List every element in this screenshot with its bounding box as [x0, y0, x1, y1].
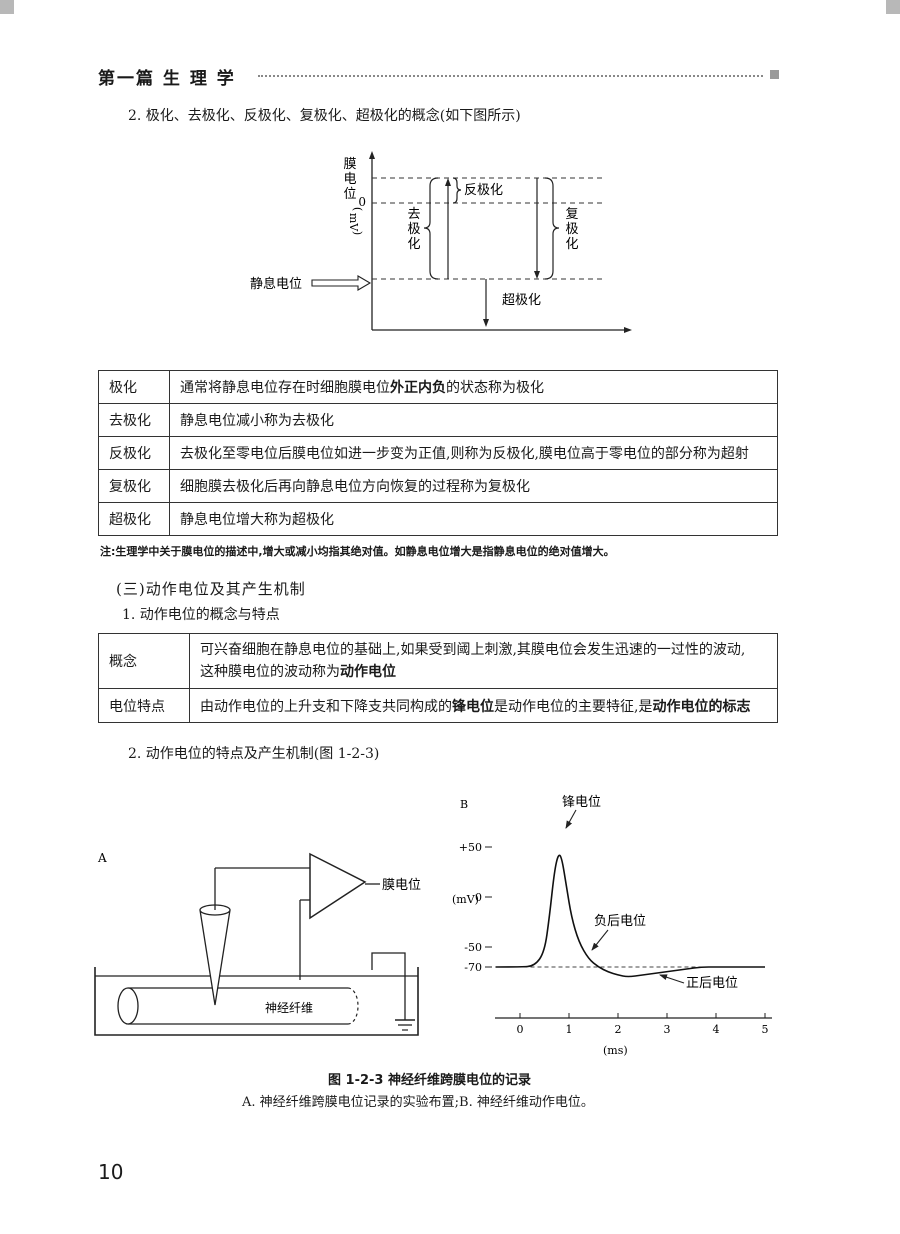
x-tick-label: 2 — [615, 1023, 622, 1036]
figure-caption-subtitle: A. 神经纤维跨膜电位记录的实验布置;B. 神经纤维动作电位。 — [242, 1095, 594, 1110]
fiber-label: 神经纤维 — [265, 1001, 313, 1015]
table-row: 超极化 静息电位增大称为超极化 — [98, 502, 778, 536]
svg-text:): ) — [351, 231, 364, 235]
table-note: 注:生理学中关于膜电位的描述中,增大或减小均指其绝对值。如静息电位增大是指静息电… — [100, 545, 615, 558]
depolarization-brace — [423, 177, 439, 280]
figure-caption-title: 图 1-2-3 神经纤维跨膜电位的记录 — [328, 1073, 531, 1088]
table-row: 电位特点 由动作电位的上升支和下降支共同构成的锋电位是动作电位的主要特征,是动作… — [98, 688, 778, 723]
y-axis-label: 膜 电 位 ( mV ) — [343, 157, 364, 235]
x-tick-label: 1 — [566, 1023, 573, 1036]
fiber-end-right — [347, 987, 359, 1025]
svg-text:化: 化 — [565, 237, 578, 252]
amplifier — [309, 852, 367, 920]
svg-text:极: 极 — [407, 222, 420, 237]
y-tick-label: -70 — [464, 961, 482, 974]
figure-a-setup: A 神经纤维 膜电位 — [94, 851, 421, 1036]
hyperpolarization-label: 超极化 — [502, 293, 541, 308]
running-header-title: 第一篇 生 理 学 — [98, 69, 236, 89]
y-axis-unit-label: (mV) — [452, 893, 479, 906]
svg-text:电: 电 — [343, 172, 356, 187]
zero-label: 0 — [358, 195, 366, 209]
svg-text:mV: mV — [347, 213, 360, 232]
table-row: 反极化 去极化至零电位后膜电位如进一步变为正值,则称为反极化,膜电位高于零电位的… — [98, 436, 778, 470]
y-tick-label: 0 — [475, 891, 482, 904]
positive-afterpotential-annotation: 正后电位 — [686, 976, 738, 991]
definition-cell: 细胞膜去极化后再向静息电位方向恢复的过程称为复极化 — [169, 469, 778, 503]
action-potential-curve — [495, 854, 765, 978]
y-tick-label: +50 — [459, 841, 482, 854]
ground-wire — [371, 952, 406, 1020]
definition-cell: 静息电位增大称为超极化 — [169, 502, 778, 536]
definition-cell: 由动作电位的上升支和下降支共同构成的锋电位是动作电位的主要特征,是动作电位的标志 — [189, 688, 778, 723]
fiber-end-left — [117, 987, 139, 1025]
term-cell: 复极化 — [98, 469, 170, 503]
svg-text:复: 复 — [565, 207, 578, 222]
resting-potential-label: 静息电位 — [250, 276, 302, 292]
definition-cell: 去极化至零电位后膜电位如进一步变为正值,则称为反极化,膜电位高于零电位的部分称为… — [169, 436, 778, 470]
panel-b-label: B — [460, 798, 468, 811]
depolarization-label: 去 极 化 — [407, 207, 420, 252]
table-row: 概念 可兴奋细胞在静息电位的基础上,如果受到阈上刺激,其膜电位会发生迅速的一过性… — [98, 633, 778, 689]
bath-container — [94, 967, 419, 1036]
svg-text:位: 位 — [343, 187, 356, 202]
term-cell: 电位特点 — [98, 688, 190, 723]
action-potential-table: 概念 可兴奋细胞在静息电位的基础上,如果受到阈上刺激,其膜电位会发生迅速的一过性… — [98, 633, 778, 723]
section-heading-3: (三)动作电位及其产生机制 — [116, 580, 306, 598]
page-number: 10 — [98, 1160, 124, 1184]
membrane-potential-output-label: 膜电位 — [382, 878, 421, 893]
header-square-mark — [770, 70, 779, 79]
x-tick-label: 0 — [517, 1023, 524, 1036]
table-row: 去极化 静息电位减小称为去极化 — [98, 403, 778, 437]
x-tick-label: 3 — [664, 1023, 671, 1036]
microelectrode — [199, 909, 231, 1006]
overshoot-label: 反极化 — [464, 183, 503, 198]
x-tick-label: 4 — [713, 1023, 720, 1036]
svg-text:去: 去 — [407, 207, 420, 222]
svg-text:极: 极 — [565, 222, 578, 237]
header-dotted-rule — [258, 75, 763, 77]
overshoot-brace — [452, 177, 462, 204]
term-cell: 极化 — [98, 370, 170, 404]
corner-mark-left — [0, 0, 14, 14]
repolarization-brace — [544, 177, 560, 280]
resting-pointer-arrow — [311, 275, 372, 291]
definition-cell: 通常将静息电位存在时细胞膜电位外正内负的状态称为极化 — [169, 370, 778, 404]
svg-text:(: ( — [351, 207, 364, 211]
subsection-heading-2: 2. 动作电位的特点及产生机制(图 1-2-3) — [128, 746, 380, 762]
term-cell: 去极化 — [98, 403, 170, 437]
subsection-heading-1: 1. 动作电位的概念与特点 — [122, 607, 280, 623]
x-tick-label: 5 — [762, 1023, 769, 1036]
y-tick-label: -50 — [464, 941, 482, 954]
polarization-diagram: 膜 电 位 ( mV ) 0 去 极 化 反极化 复 极 化 超极化 静息电位 — [250, 151, 632, 333]
repolarization-label: 复 极 化 — [565, 207, 578, 252]
x-axis-unit-label: (ms) — [603, 1044, 628, 1057]
definition-cell: 可兴奋细胞在静息电位的基础上,如果受到阈上刺激,其膜电位会发生迅速的一过性的波动… — [189, 633, 778, 689]
term-cell: 概念 — [98, 633, 190, 689]
term-cell: 反极化 — [98, 436, 170, 470]
negative-afterpotential-annotation: 负后电位 — [594, 914, 646, 929]
peak-annotation: 锋电位 — [562, 795, 601, 810]
svg-text:膜: 膜 — [343, 157, 356, 172]
table-row: 极化 通常将静息电位存在时细胞膜电位外正内负的状态称为极化 — [98, 370, 778, 404]
definition-cell: 静息电位减小称为去极化 — [169, 403, 778, 437]
term-cell: 超极化 — [98, 502, 170, 536]
section-heading: 2. 极化、去极化、反极化、复极化、超极化的概念(如下图所示) — [128, 108, 521, 124]
corner-mark-right — [886, 0, 900, 14]
table-row: 复极化 细胞膜去极化后再向静息电位方向恢复的过程称为复极化 — [98, 469, 778, 503]
svg-text:化: 化 — [407, 237, 420, 252]
panel-a-label: A — [97, 851, 107, 865]
polarization-table: 极化 通常将静息电位存在时细胞膜电位外正内负的状态称为极化 去极化 静息电位减小… — [98, 370, 778, 536]
